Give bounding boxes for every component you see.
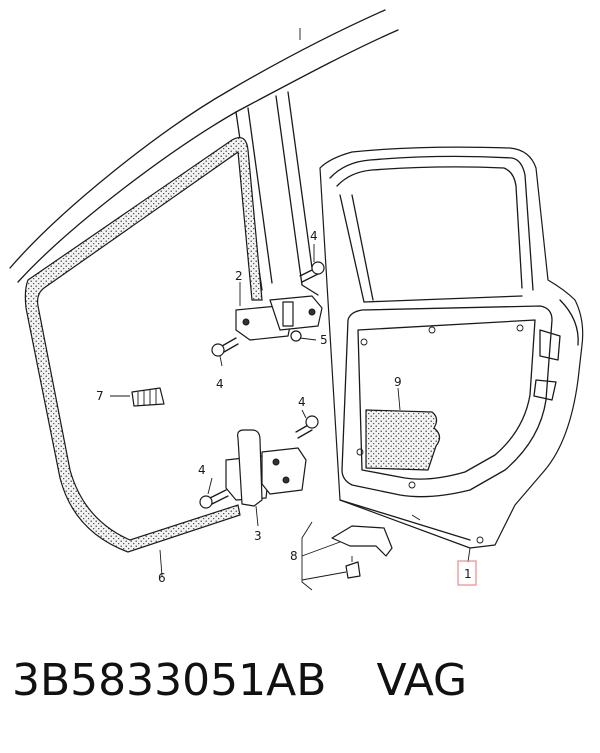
callout-4c: 4: [298, 395, 306, 409]
callout-8: 8: [290, 549, 298, 563]
part-caption: 3B5833051AB VAG: [12, 655, 592, 735]
callout-2: 2: [235, 269, 243, 283]
callout-9: 9: [394, 375, 402, 389]
callout-leaders: [110, 244, 471, 591]
bracket-8: [331, 525, 393, 579]
callout-7: 7: [96, 389, 104, 403]
upper-hinge-2: [235, 295, 323, 341]
door-1: [319, 146, 584, 549]
bolt-upper-left-4: [211, 337, 239, 357]
brand-label: VAG: [376, 655, 468, 706]
callout-1: 1: [464, 567, 472, 581]
bolt-lower-right-4: [295, 415, 319, 439]
callout-4a: 4: [310, 229, 318, 243]
bolt-lower-left-4: [199, 489, 229, 509]
callout-4d: 4: [198, 463, 206, 477]
bolt-upper-right-4: [299, 261, 325, 283]
highlight-box: [457, 560, 477, 586]
callout-6: 6: [158, 571, 166, 585]
lower-hinge-3: [225, 429, 307, 507]
part-number: 3B5833051AB: [12, 655, 327, 706]
window-seal-6: [24, 137, 263, 553]
clip-7: [131, 387, 165, 407]
callout-5: 5: [320, 333, 328, 347]
parts-diagram: 1 2 4 4 5 7 4 9 4 3 8 6: [9, 9, 584, 591]
insulation-pad-9: [365, 409, 441, 471]
callout-4b: 4: [216, 377, 224, 391]
callout-3: 3: [254, 529, 262, 543]
nut-5: [290, 330, 302, 342]
